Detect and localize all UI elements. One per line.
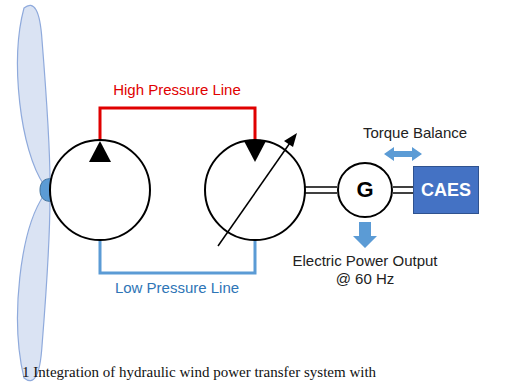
variable-arrow bbox=[218, 140, 292, 246]
hydraulic-motor bbox=[205, 140, 305, 240]
figure-caption: 1 Integration of hydraulic wind power tr… bbox=[22, 364, 376, 381]
node-text: CAES bbox=[421, 180, 471, 201]
annotation-label: @ 60 Hz bbox=[336, 270, 395, 287]
generator-circle: G bbox=[337, 162, 393, 218]
high-pressure-line bbox=[100, 108, 255, 140]
torque-balance-arrow bbox=[384, 147, 422, 161]
shaft-connector bbox=[393, 187, 413, 193]
storage-box: CAES bbox=[413, 166, 479, 214]
hydraulic-pump bbox=[50, 140, 150, 240]
annotation-label: Torque Balance bbox=[363, 124, 467, 141]
low-pressure-line bbox=[100, 240, 255, 273]
pump-arrow bbox=[89, 141, 111, 162]
node-text: G bbox=[356, 177, 373, 203]
line-label: High Pressure Line bbox=[113, 81, 241, 98]
motor-arrow bbox=[244, 141, 266, 162]
variable-arrowhead bbox=[284, 133, 297, 147]
turbine-blade bbox=[18, 195, 50, 381]
annotation-label: Electric Power Output bbox=[292, 252, 437, 269]
turbine-blade bbox=[18, 5, 50, 185]
power-output-arrow bbox=[353, 222, 377, 248]
line-label: Low Pressure Line bbox=[115, 279, 239, 296]
